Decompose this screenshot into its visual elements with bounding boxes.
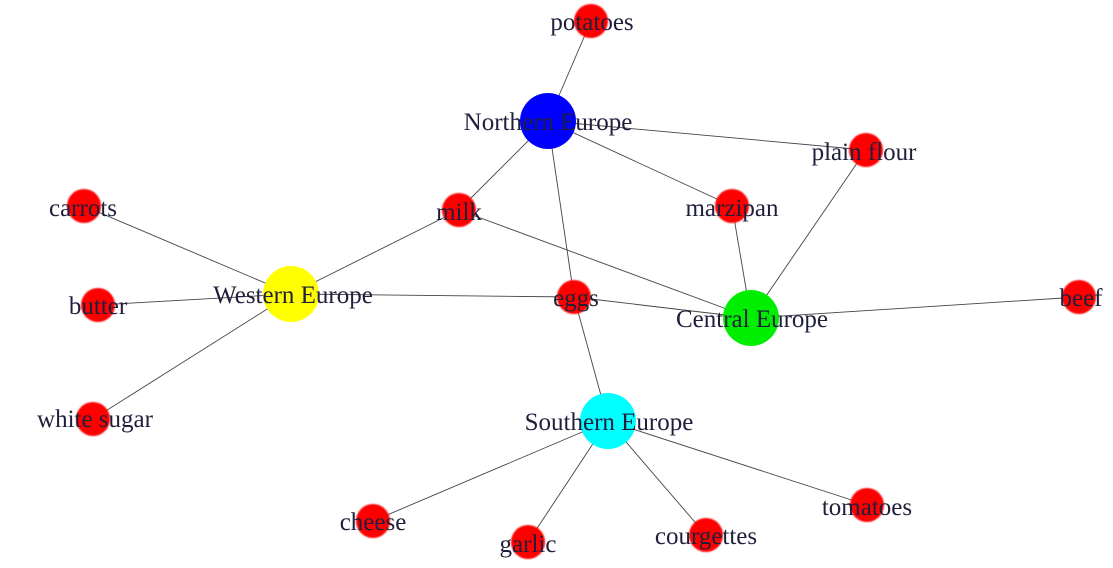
node-white-sugar[interactable] xyxy=(76,402,110,436)
edge-southern-cheese xyxy=(372,420,609,522)
node-label-milk: milk xyxy=(436,199,482,226)
edge-central-beef xyxy=(750,296,1080,319)
edge-southern-tomatoes xyxy=(607,420,868,506)
edge-western-eggs xyxy=(290,293,575,298)
edge-western-milk xyxy=(290,209,460,295)
node-beef[interactable] xyxy=(1062,280,1096,314)
node-label-butter: butter xyxy=(69,293,128,320)
edge-western-white_sugar xyxy=(92,293,292,420)
node-label-garlic: garlic xyxy=(500,531,557,558)
node-courgettes[interactable] xyxy=(689,518,723,552)
node-milk[interactable] xyxy=(442,193,476,227)
edge-central-milk xyxy=(458,209,752,319)
node-central[interactable] xyxy=(723,290,779,346)
node-label-marzipan: marzipan xyxy=(685,195,779,222)
node-label-cheese: cheese xyxy=(340,509,407,536)
node-label-eggs: eggs xyxy=(553,285,599,312)
node-label-courgettes: courgettes xyxy=(655,523,757,550)
node-cheese[interactable] xyxy=(356,504,390,538)
node-label-beef: beef xyxy=(1059,285,1103,312)
node-label-central: Central Europe xyxy=(676,306,828,333)
node-label-northern: Northern Europe xyxy=(464,109,633,136)
node-northern[interactable] xyxy=(520,93,576,149)
node-eggs[interactable] xyxy=(557,280,591,314)
node-potatoes[interactable] xyxy=(574,4,608,38)
node-butter[interactable] xyxy=(81,288,115,322)
edge-northern-marzipan xyxy=(547,120,733,207)
node-southern[interactable] xyxy=(580,393,636,449)
edge-western-carrots xyxy=(83,205,292,295)
node-label-western: Western Europe xyxy=(213,282,373,309)
edge-western-butter xyxy=(97,293,292,306)
node-western[interactable] xyxy=(263,266,319,322)
node-garlic[interactable] xyxy=(511,525,545,559)
edge-northern-eggs xyxy=(547,120,575,298)
edge-central-plain_flour xyxy=(750,149,867,319)
node-layer xyxy=(67,4,1096,559)
edge-northern-plain_flour xyxy=(547,120,867,151)
edge-central-eggs xyxy=(573,296,752,319)
node-label-plain-flour: plain flour xyxy=(812,139,918,166)
node-tomatoes[interactable] xyxy=(850,488,884,522)
node-marzipan[interactable] xyxy=(715,189,749,223)
node-label-potatoes: potatoes xyxy=(550,9,633,36)
node-label-southern: Southern Europe xyxy=(525,409,694,436)
node-plain-flour[interactable] xyxy=(849,133,883,167)
node-label-carrots: carrots xyxy=(49,195,117,222)
node-carrots[interactable] xyxy=(67,189,101,223)
node-label-white-sugar: white sugar xyxy=(37,406,154,433)
node-label-tomatoes: tomatoes xyxy=(822,494,912,521)
